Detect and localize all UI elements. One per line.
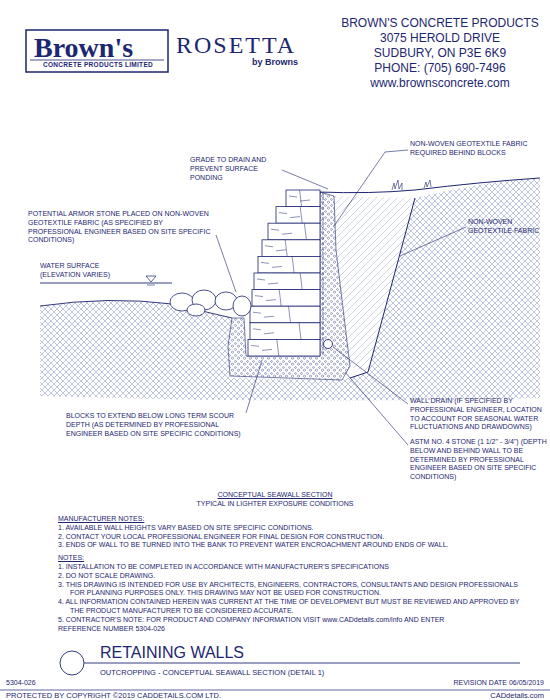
note-line: NOTES: bbox=[58, 554, 530, 563]
callout-label: CONCEPTUAL SEAWALL SECTION bbox=[175, 490, 375, 499]
brand-logo: Brown's bbox=[34, 30, 164, 65]
water-surface bbox=[40, 283, 172, 284]
company-address: SUDBURY, ON P3E 6K9 bbox=[330, 46, 550, 61]
note-line: 2. CONTACT YOUR LOCAL PROFESSIONAL ENGIN… bbox=[58, 533, 530, 542]
geotextile-fabric bbox=[350, 198, 415, 378]
note-line: REFERENCE NUMBER 5304-026 bbox=[58, 625, 530, 634]
logo-frame bbox=[26, 30, 168, 72]
note-line: 1. AVAILABLE WALL HEIGHTS VARY BASED ON … bbox=[58, 524, 530, 533]
brand-logo: ROSETTA bbox=[176, 30, 326, 60]
company-address: www.brownsconcrete.com bbox=[330, 76, 550, 91]
note-line: 5. CONTRACTOR'S NOTE: FOR PRODUCT AND CO… bbox=[58, 616, 530, 625]
callout-label: REVISION DATE 06/05/2019 bbox=[330, 679, 544, 688]
callout-label: NON-WOVEN GEOTEXTILE FABRIC bbox=[468, 218, 540, 236]
callout-label: TYPICAL IN LIGHTER EXPOSURE CONDITIONS bbox=[175, 499, 375, 508]
note-line: 3. THIS DRAWING IS INTENDED FOR USE BY A… bbox=[58, 581, 530, 599]
drainage-stone bbox=[228, 192, 350, 380]
finished-grade bbox=[318, 178, 540, 193]
detail-bubble bbox=[60, 651, 84, 675]
note-line: 3. ENDS OF WALL TO BE TURNED INTO THE BA… bbox=[58, 541, 530, 550]
notes-column: MANUFACTURER NOTES:1. AVAILABLE WALL HEI… bbox=[58, 515, 530, 633]
company-address: 3075 HEROLD DRIVE bbox=[330, 31, 550, 46]
callout-label: ASTM NO. 4 STONE (1 1/2" - 3/4") (DEPTH … bbox=[410, 438, 548, 482]
rosetta-outcropping-blocks bbox=[248, 190, 320, 356]
callout-label: CONCRETE PRODUCTS LIMITED bbox=[30, 61, 166, 69]
company-address: PHONE: (705) 690-7496 bbox=[330, 61, 550, 76]
callout-label: 5304-026 bbox=[6, 679, 106, 688]
note-line: 1. INSTALLATION TO BE COMPLETED IN ACCOR… bbox=[58, 563, 530, 572]
callout-label: WALL DRAIN (IF SPECIFIED BY PROFESSIONAL… bbox=[410, 397, 546, 432]
armor-stones bbox=[170, 290, 251, 316]
callout-label: OUTCROPPING - CONCEPTUAL SEAWALL SECTION… bbox=[100, 668, 480, 677]
callout-label: BLOCKS TO EXTEND BELOW LONG TERM SCOUR D… bbox=[66, 412, 246, 438]
note-line: 4. ALL INFORMATION CONTAINED HEREIN WAS … bbox=[58, 598, 530, 616]
callout-label: PROTECTED BY COPYRIGHT ©2019 CADDETAILS.… bbox=[6, 691, 306, 700]
note-line: 2. DO NOT SCALE DRAWING. bbox=[58, 572, 530, 581]
callout-label: by Browns bbox=[252, 57, 322, 68]
sheet-title: RETAINING WALLS bbox=[100, 644, 480, 662]
callout-label: CADdetails.com bbox=[400, 691, 544, 700]
callout-label: POTENTIAL ARMOR STONE PLACED ON NON-WOVE… bbox=[28, 210, 216, 245]
callout-label: NON-WOVEN GEOTEXTILE FABRIC REQUIRED BEH… bbox=[410, 140, 538, 158]
callout-label: GRADE TO DRAIN AND PREVENT SURFACE PONDI… bbox=[190, 156, 282, 182]
callout-label: WATER SURFACE (ELEVATION VARIES) bbox=[40, 262, 140, 280]
note-line: MANUFACTURER NOTES: bbox=[58, 515, 530, 524]
company-address: BROWN'S CONCRETE PRODUCTS bbox=[330, 16, 550, 31]
wall-drain-pipe bbox=[324, 340, 333, 349]
